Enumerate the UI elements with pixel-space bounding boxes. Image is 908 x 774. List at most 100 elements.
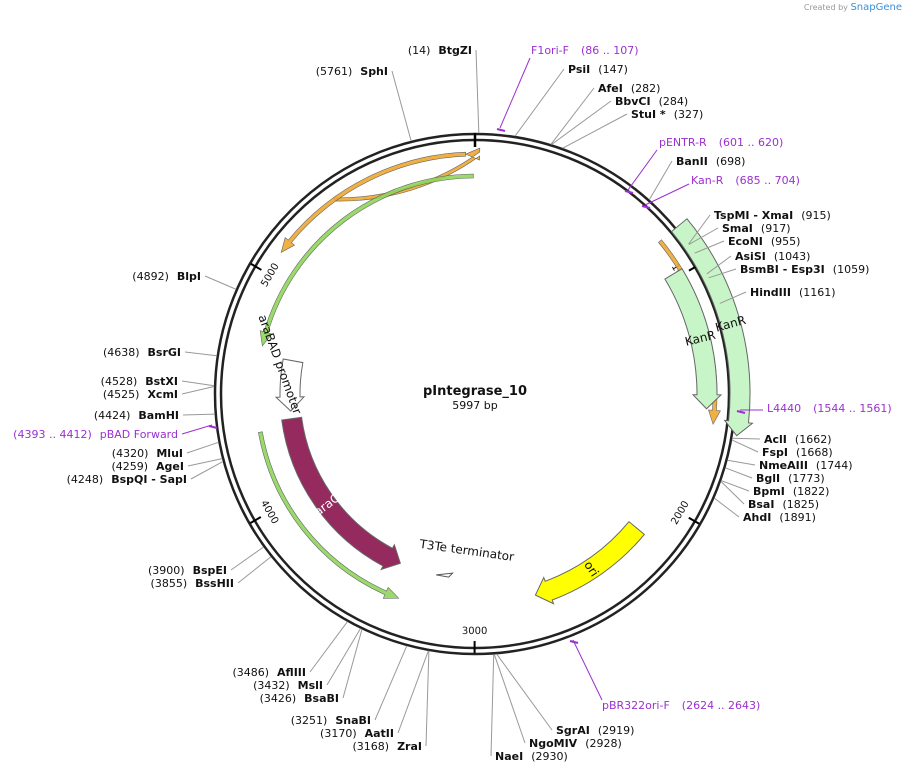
site-label: NaeI(2930) bbox=[495, 750, 568, 763]
site-pos: (1825) bbox=[782, 498, 819, 511]
site-pos: (2919) bbox=[598, 724, 635, 737]
site-leader bbox=[550, 87, 595, 145]
site-label: NgoMIV (2928) bbox=[529, 737, 622, 750]
site-name: BsrGI bbox=[148, 346, 181, 359]
site-pos: (1161) bbox=[799, 286, 836, 299]
site-pos: (1773) bbox=[788, 472, 825, 485]
site-leader bbox=[184, 351, 217, 357]
plasmid-size: 5997 bp bbox=[452, 399, 497, 412]
site-leader bbox=[562, 113, 628, 149]
center-title: pIntegrase_10 5997 bp bbox=[423, 384, 527, 412]
site-leader bbox=[719, 291, 747, 304]
site-leader bbox=[720, 481, 745, 505]
site-label: (4892)BlpI bbox=[132, 270, 201, 283]
site-leader bbox=[688, 214, 711, 245]
site-leader bbox=[187, 458, 223, 467]
primer-name: pBAD Forward bbox=[100, 428, 178, 441]
site-label: SgrAI(2919) bbox=[556, 724, 634, 737]
site-name: ZraI bbox=[397, 740, 422, 753]
site-pos: (4638) bbox=[103, 346, 140, 359]
site-pos: (3855) bbox=[151, 577, 188, 590]
site-label: (4248)BspQI - SapI bbox=[67, 473, 187, 486]
plasmid-name: pIntegrase_10 bbox=[423, 384, 527, 399]
site-name: NmeAIII bbox=[759, 459, 808, 472]
site-pos: (3168) bbox=[353, 740, 390, 753]
site-pos: (1662) bbox=[795, 433, 832, 446]
site-name: BtgZI bbox=[438, 44, 472, 57]
orf-arrow bbox=[259, 173, 474, 347]
site-name: BglI bbox=[756, 472, 780, 485]
site-label: TspMI - XmaI(915) bbox=[714, 209, 831, 222]
site-label: NmeAIII (1744) bbox=[759, 459, 853, 472]
site-pos: (147) bbox=[598, 63, 628, 76]
site-name: TspMI - XmaI bbox=[714, 209, 793, 222]
site-label: AfeI(282) bbox=[598, 82, 660, 95]
primer-range: (86 .. 107) bbox=[581, 44, 639, 57]
site-label: (4424) BamHI bbox=[94, 409, 179, 422]
primer-glyph bbox=[624, 190, 634, 194]
snapgene-brand: SnapGene bbox=[850, 2, 902, 13]
site-name: BlpI bbox=[177, 270, 201, 283]
site-leader bbox=[342, 629, 363, 699]
tick-label: 5000 bbox=[259, 261, 281, 289]
site-pos: (14) bbox=[408, 44, 431, 57]
primer-label: pENTR-R(601 .. 620) bbox=[659, 136, 783, 149]
site-name: NgoMIV bbox=[529, 737, 578, 750]
primer-glyph bbox=[641, 205, 651, 209]
site-leader bbox=[309, 621, 348, 673]
primer-name: L4440 bbox=[767, 402, 801, 415]
tick-label: 3000 bbox=[462, 626, 487, 637]
site-label: (4528)BstXI bbox=[101, 375, 178, 388]
site-leader bbox=[731, 439, 759, 453]
site-name: BsaI bbox=[748, 498, 774, 511]
site-label: AsiSI(1043) bbox=[735, 250, 810, 263]
site-label: (3426)BsaBI bbox=[260, 692, 339, 705]
primer-leader bbox=[572, 639, 603, 701]
site-pos: (4424) bbox=[94, 409, 131, 422]
site-pos: (3486) bbox=[232, 666, 269, 679]
feature-label: T3Te terminator bbox=[418, 537, 515, 564]
site-name: BspQI - SapI bbox=[111, 473, 187, 486]
site-pos: (1059) bbox=[833, 263, 870, 276]
site-name: AatII bbox=[365, 727, 394, 740]
site-leader bbox=[490, 654, 495, 757]
feature-arrow bbox=[664, 268, 723, 410]
site-leader bbox=[721, 480, 750, 492]
site-pos: (4320) bbox=[112, 447, 149, 460]
site-name: AclI bbox=[764, 433, 787, 446]
primer-leader bbox=[644, 183, 690, 206]
site-pos: (3432) bbox=[253, 679, 290, 692]
primer-name: F1ori-F bbox=[531, 44, 569, 57]
site-label: (4638) BsrGI bbox=[103, 346, 181, 359]
site-pos: (1744) bbox=[816, 459, 853, 472]
primer-glyph bbox=[569, 640, 579, 644]
orf-arrows bbox=[258, 147, 721, 599]
site-pos: (698) bbox=[716, 155, 746, 168]
site-pos: (327) bbox=[674, 108, 704, 121]
site-leader bbox=[694, 240, 725, 254]
site-leader bbox=[230, 546, 264, 571]
site-pos: (4259) bbox=[111, 460, 148, 473]
site-pos: (4525) bbox=[103, 388, 140, 401]
site-pos: (3251) bbox=[291, 714, 328, 727]
site-label: BpmI(1822) bbox=[753, 485, 829, 498]
site-label: (14) BtgZI bbox=[408, 44, 472, 57]
primer-label: pBR322ori-F(2624 .. 2643) bbox=[602, 699, 760, 712]
primer-range: (1544 .. 1561) bbox=[813, 402, 892, 415]
primer-annotations: F1ori-F (86 .. 107) pENTR-R(601 .. 620) Kan… bbox=[13, 44, 892, 712]
primer-label: Kan-R(685 .. 704) bbox=[691, 174, 800, 187]
site-label: AhdI(1891) bbox=[743, 511, 816, 524]
site-name: BstXI bbox=[145, 375, 178, 388]
orf-arrow bbox=[280, 151, 467, 254]
site-name: MluI bbox=[156, 447, 183, 460]
primer-label: L4440 (1544 .. 1561) bbox=[767, 402, 892, 415]
site-label: PsiI(147) bbox=[568, 63, 628, 76]
site-pos: (955) bbox=[771, 235, 801, 248]
site-name: BamHI bbox=[138, 409, 179, 422]
site-name: XcmI bbox=[147, 388, 178, 401]
primer-glyph bbox=[496, 128, 506, 132]
primer-glyph bbox=[736, 410, 746, 414]
site-pos: (2928) bbox=[585, 737, 622, 750]
site-pos: (3426) bbox=[260, 692, 297, 705]
